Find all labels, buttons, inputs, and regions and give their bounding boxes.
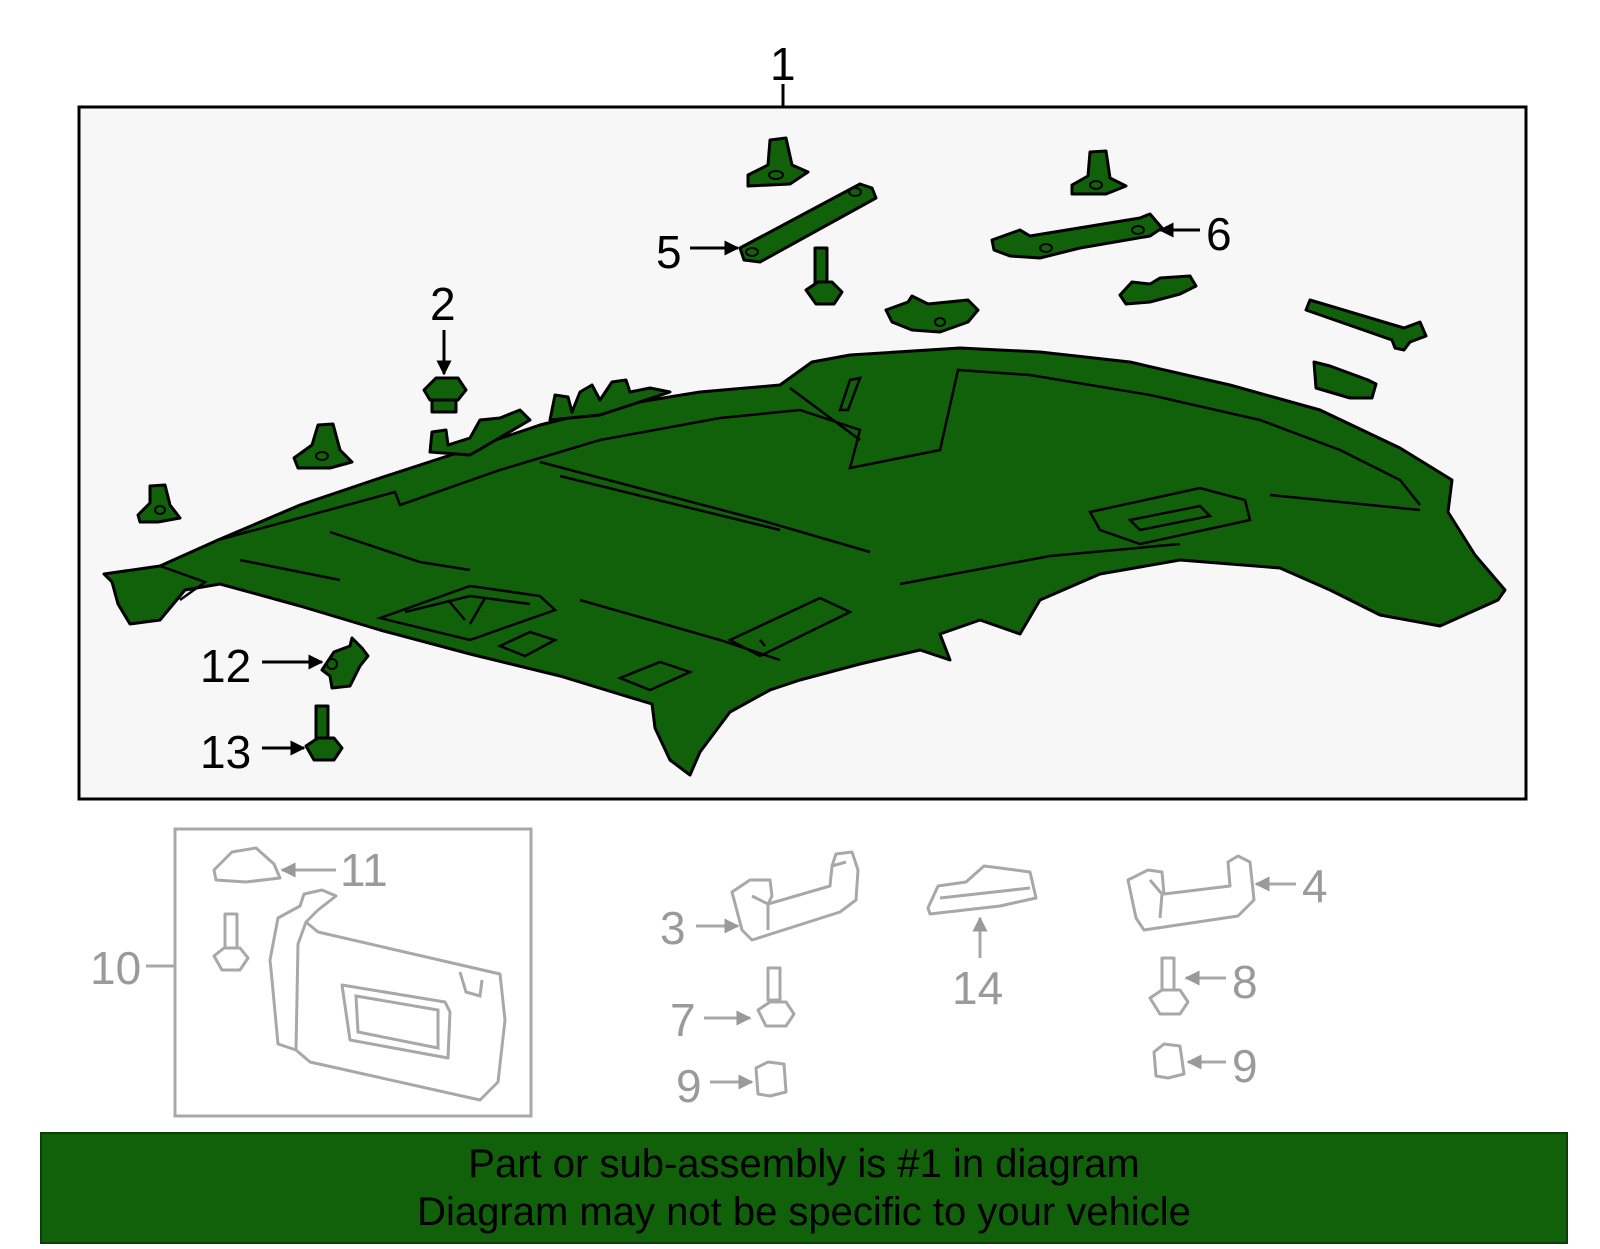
callout-7: 7 (670, 994, 696, 1046)
info-banner: Part or sub-assembly is #1 in diagram Di… (40, 1132, 1568, 1244)
callout-2: 2 (430, 278, 456, 330)
callout-8: 8 (1232, 956, 1258, 1008)
callout-14: 14 (952, 962, 1003, 1014)
long-bracket-right[interactable] (1304, 298, 1428, 352)
grab-handle-part-4[interactable] (1126, 854, 1256, 932)
callout-1: 1 (770, 38, 796, 90)
bracket-part-6[interactable] (990, 212, 1164, 260)
callout-6: 6 (1206, 208, 1232, 260)
clip-mid[interactable] (884, 294, 980, 334)
callout-9-right: 9 (1232, 1040, 1258, 1092)
screw-part-13[interactable] (304, 704, 344, 762)
banner-line-1: Part or sub-assembly is #1 in diagram (468, 1142, 1140, 1186)
mount-clip-left-lower[interactable] (136, 483, 182, 524)
clip-right[interactable] (1118, 274, 1198, 306)
callout-9-left: 9 (676, 1060, 702, 1112)
bracket-part-5[interactable] (738, 182, 878, 264)
banner-line-2: Diagram may not be specific to your vehi… (417, 1190, 1191, 1234)
callout-5: 5 (656, 226, 682, 278)
mount-clip-left-upper[interactable] (292, 422, 354, 470)
mount-clip-top-right[interactable] (1070, 149, 1128, 196)
clip-part-12[interactable] (320, 636, 370, 690)
nut-part-9-left[interactable] (754, 1060, 788, 1098)
callout-4: 4 (1302, 860, 1328, 912)
mount-clip-top-center[interactable] (746, 136, 810, 188)
grab-handle-part-3[interactable] (730, 850, 860, 942)
screw-top[interactable] (804, 246, 844, 306)
sun-visor[interactable] (268, 888, 507, 1102)
clip-part-14[interactable] (926, 864, 1038, 916)
screw-part-8[interactable] (1148, 956, 1190, 1016)
callout-11: 11 (340, 844, 388, 896)
callout-13: 13 (200, 726, 251, 778)
visor-clip-part-11[interactable] (212, 846, 282, 884)
headliner-tabs (428, 378, 672, 457)
callout-3: 3 (660, 902, 686, 954)
push-nut-part-2[interactable] (422, 376, 468, 414)
callout-10: 10 (90, 942, 141, 994)
callout-12: 12 (200, 640, 251, 692)
clip-far-right[interactable] (1312, 360, 1378, 400)
screw-part-7[interactable] (756, 966, 796, 1028)
visor-screw[interactable] (212, 912, 250, 972)
nut-part-9-right[interactable] (1152, 1042, 1186, 1080)
